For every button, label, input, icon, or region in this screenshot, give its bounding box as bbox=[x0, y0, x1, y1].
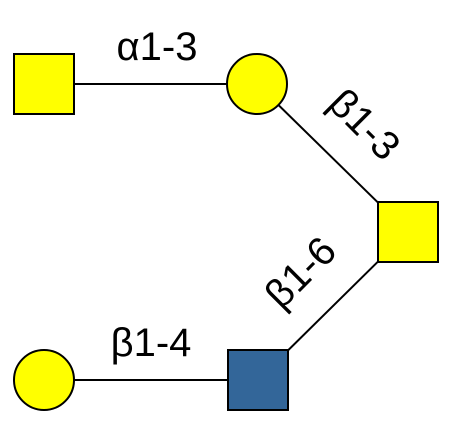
linkage-label-beta1-3: β1-3 bbox=[320, 81, 408, 169]
linkage-label-beta1-6: β1-6 bbox=[257, 229, 345, 317]
linkage-label-alpha1-3: α1-3 bbox=[117, 25, 198, 69]
linkage-label-beta1-4: β1-4 bbox=[111, 321, 192, 365]
yellow-circle-residue-top bbox=[226, 53, 288, 115]
yellow-square-residue-right bbox=[377, 201, 439, 263]
yellow-square-residue-top-left bbox=[13, 53, 75, 115]
blue-square-residue-bottom bbox=[227, 349, 289, 411]
yellow-circle-residue-bottom-left bbox=[13, 349, 75, 411]
